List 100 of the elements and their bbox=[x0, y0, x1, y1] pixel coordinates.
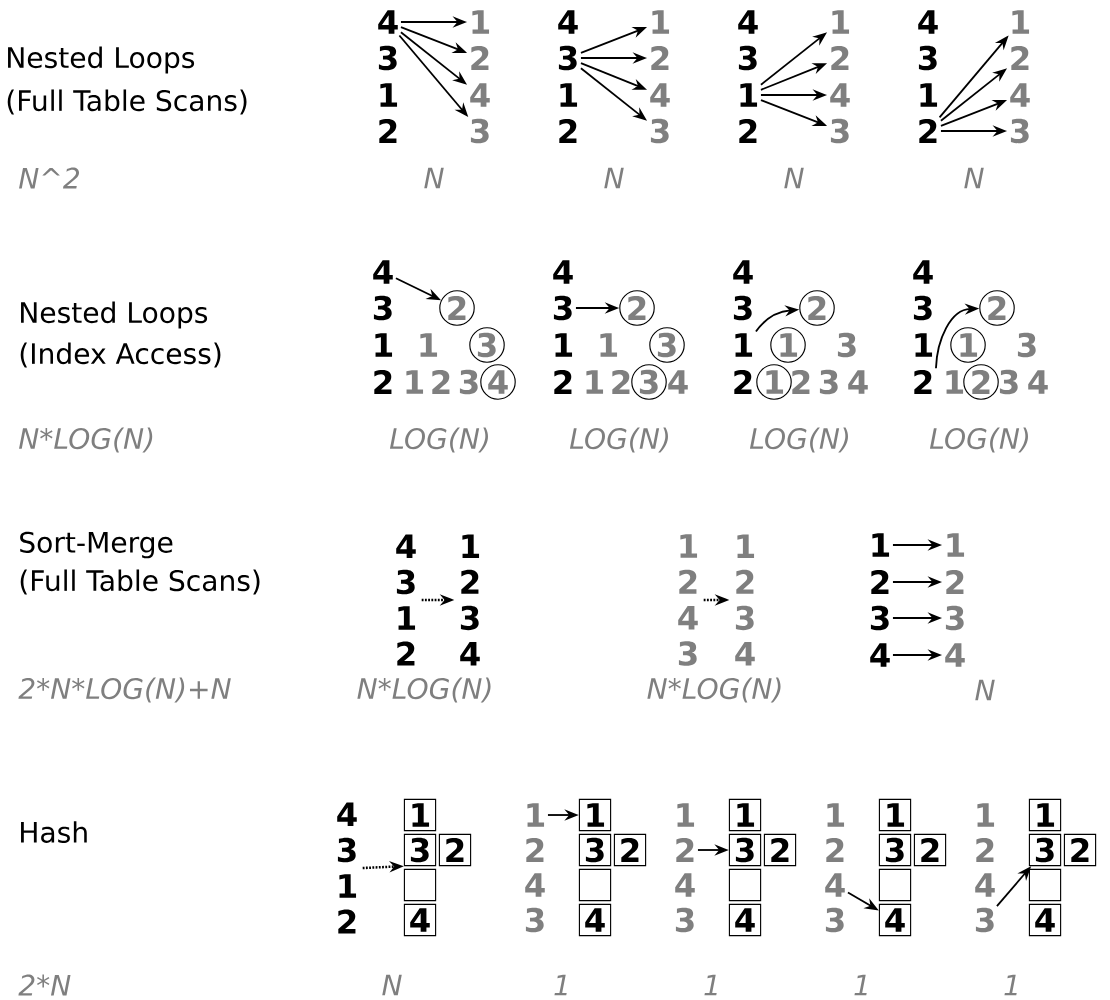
digit: 4 bbox=[945, 643, 965, 667]
digit: 4 bbox=[553, 260, 573, 284]
number-column: 1 2 4 3 bbox=[678, 534, 698, 666]
digit: 2 bbox=[559, 119, 577, 143]
digit: 3 bbox=[733, 295, 752, 321]
circled-digit: 2 bbox=[963, 364, 999, 400]
digit: 2 bbox=[374, 370, 392, 394]
empty-hash-bucket bbox=[403, 868, 437, 902]
cost-label: LOG(N) bbox=[389, 427, 488, 453]
digit: 4 bbox=[870, 643, 890, 667]
digit: 3 bbox=[975, 907, 994, 933]
digit: 2 bbox=[379, 119, 397, 143]
cost-label: N*LOG(N) bbox=[647, 677, 781, 703]
cost-label: 1 bbox=[1004, 974, 1017, 996]
digit: 2 bbox=[792, 370, 810, 394]
digit: 2 bbox=[432, 370, 450, 394]
circled-digit: 1 bbox=[950, 327, 986, 363]
digit: 1 bbox=[920, 83, 938, 107]
empty-hash-bucket bbox=[728, 868, 762, 902]
number-column: 1 2 3 4 bbox=[735, 534, 755, 666]
hash-bucket: 3 bbox=[578, 833, 612, 867]
hash-bucket: 3 bbox=[878, 833, 912, 867]
circled-digit: 1 bbox=[756, 364, 792, 400]
cost-label: N bbox=[784, 167, 804, 189]
digit: 2 bbox=[1011, 46, 1029, 70]
digit: 4 bbox=[913, 260, 933, 284]
digit: 1 bbox=[827, 803, 845, 827]
circled-digit: 2 bbox=[799, 290, 835, 326]
hash-bucket: 2 bbox=[613, 833, 647, 867]
digit: 2 bbox=[676, 838, 694, 862]
digit: 4 bbox=[825, 873, 845, 897]
digit: 1 bbox=[600, 333, 618, 357]
digit: 1 bbox=[872, 533, 890, 557]
digit: 2 bbox=[739, 119, 757, 143]
cost-label: N*LOG(N) bbox=[357, 677, 491, 703]
digit: 1 bbox=[380, 83, 398, 107]
digit: 4 bbox=[1028, 370, 1048, 394]
cost-label: 1 bbox=[704, 974, 717, 996]
cost-label: N*LOG(N) bbox=[19, 427, 153, 453]
digit: 3 bbox=[373, 295, 392, 321]
row-title: (Full Table Scans) bbox=[7, 89, 247, 115]
row-title: Hash bbox=[21, 821, 87, 843]
circled-digit: 2 bbox=[439, 290, 475, 326]
digit: 3 bbox=[738, 45, 757, 71]
digit: 2 bbox=[526, 838, 544, 862]
digit: 1 bbox=[375, 333, 393, 357]
digit: 1 bbox=[977, 803, 995, 827]
digit: 3 bbox=[378, 45, 397, 71]
hash-bucket: 4 bbox=[1028, 903, 1062, 937]
digit: 3 bbox=[525, 907, 544, 933]
digit: 3 bbox=[650, 118, 669, 144]
row-title: (Index Access) bbox=[20, 342, 221, 368]
hash-bucket: 2 bbox=[763, 833, 797, 867]
digit: 1 bbox=[555, 333, 573, 357]
circled-digit: 3 bbox=[469, 327, 505, 363]
digit: 2 bbox=[734, 370, 752, 394]
digit: 1 bbox=[420, 333, 438, 357]
digit: 4 bbox=[470, 83, 490, 107]
digit: 1 bbox=[947, 533, 965, 557]
cost-label: 2*N bbox=[18, 974, 71, 996]
circled-digit: 4 bbox=[480, 364, 516, 400]
digit: 4 bbox=[650, 83, 670, 107]
digit: 2 bbox=[914, 370, 932, 394]
row-title: (Full Table Scans) bbox=[20, 569, 260, 595]
cost-label: N bbox=[964, 167, 984, 189]
digit: 3 bbox=[825, 907, 844, 933]
cost-label: LOG(N) bbox=[569, 427, 668, 453]
empty-hash-bucket bbox=[1028, 868, 1062, 902]
digit: 2 bbox=[976, 838, 994, 862]
row-title: Sort-Merge bbox=[20, 531, 173, 559]
empty-hash-bucket bbox=[878, 868, 912, 902]
cost-label: LOG(N) bbox=[749, 427, 848, 453]
cost-label: N bbox=[975, 679, 995, 701]
digit: 2 bbox=[612, 370, 630, 394]
hash-bucket: 3 bbox=[728, 833, 762, 867]
digit: 1 bbox=[677, 803, 695, 827]
row-title: Nested Loops bbox=[8, 46, 195, 74]
digit: 4 bbox=[918, 10, 938, 34]
digit: 3 bbox=[870, 605, 889, 631]
digit: 4 bbox=[733, 260, 753, 284]
number-column: 1 2 3 4 bbox=[460, 534, 480, 666]
digit: 2 bbox=[826, 838, 844, 862]
digit: 1 bbox=[740, 83, 758, 107]
digit: 2 bbox=[471, 46, 489, 70]
hash-bucket: 4 bbox=[578, 903, 612, 937]
digit: 4 bbox=[1010, 83, 1030, 107]
hash-bucket: 1 bbox=[1028, 798, 1062, 832]
digit: 2 bbox=[831, 46, 849, 70]
digit: 3 bbox=[918, 45, 937, 71]
digit: 4 bbox=[848, 370, 868, 394]
digit: 3 bbox=[1010, 118, 1029, 144]
digit: 1 bbox=[1012, 10, 1030, 34]
cost-label: 1 bbox=[854, 974, 867, 996]
digit: 3 bbox=[1017, 332, 1036, 358]
digit: 2 bbox=[651, 46, 669, 70]
circled-digit: 3 bbox=[649, 327, 685, 363]
cost-label: N bbox=[424, 167, 444, 189]
hash-bucket: 3 bbox=[1028, 833, 1062, 867]
digit: 4 bbox=[738, 10, 758, 34]
hash-bucket: 4 bbox=[728, 903, 762, 937]
